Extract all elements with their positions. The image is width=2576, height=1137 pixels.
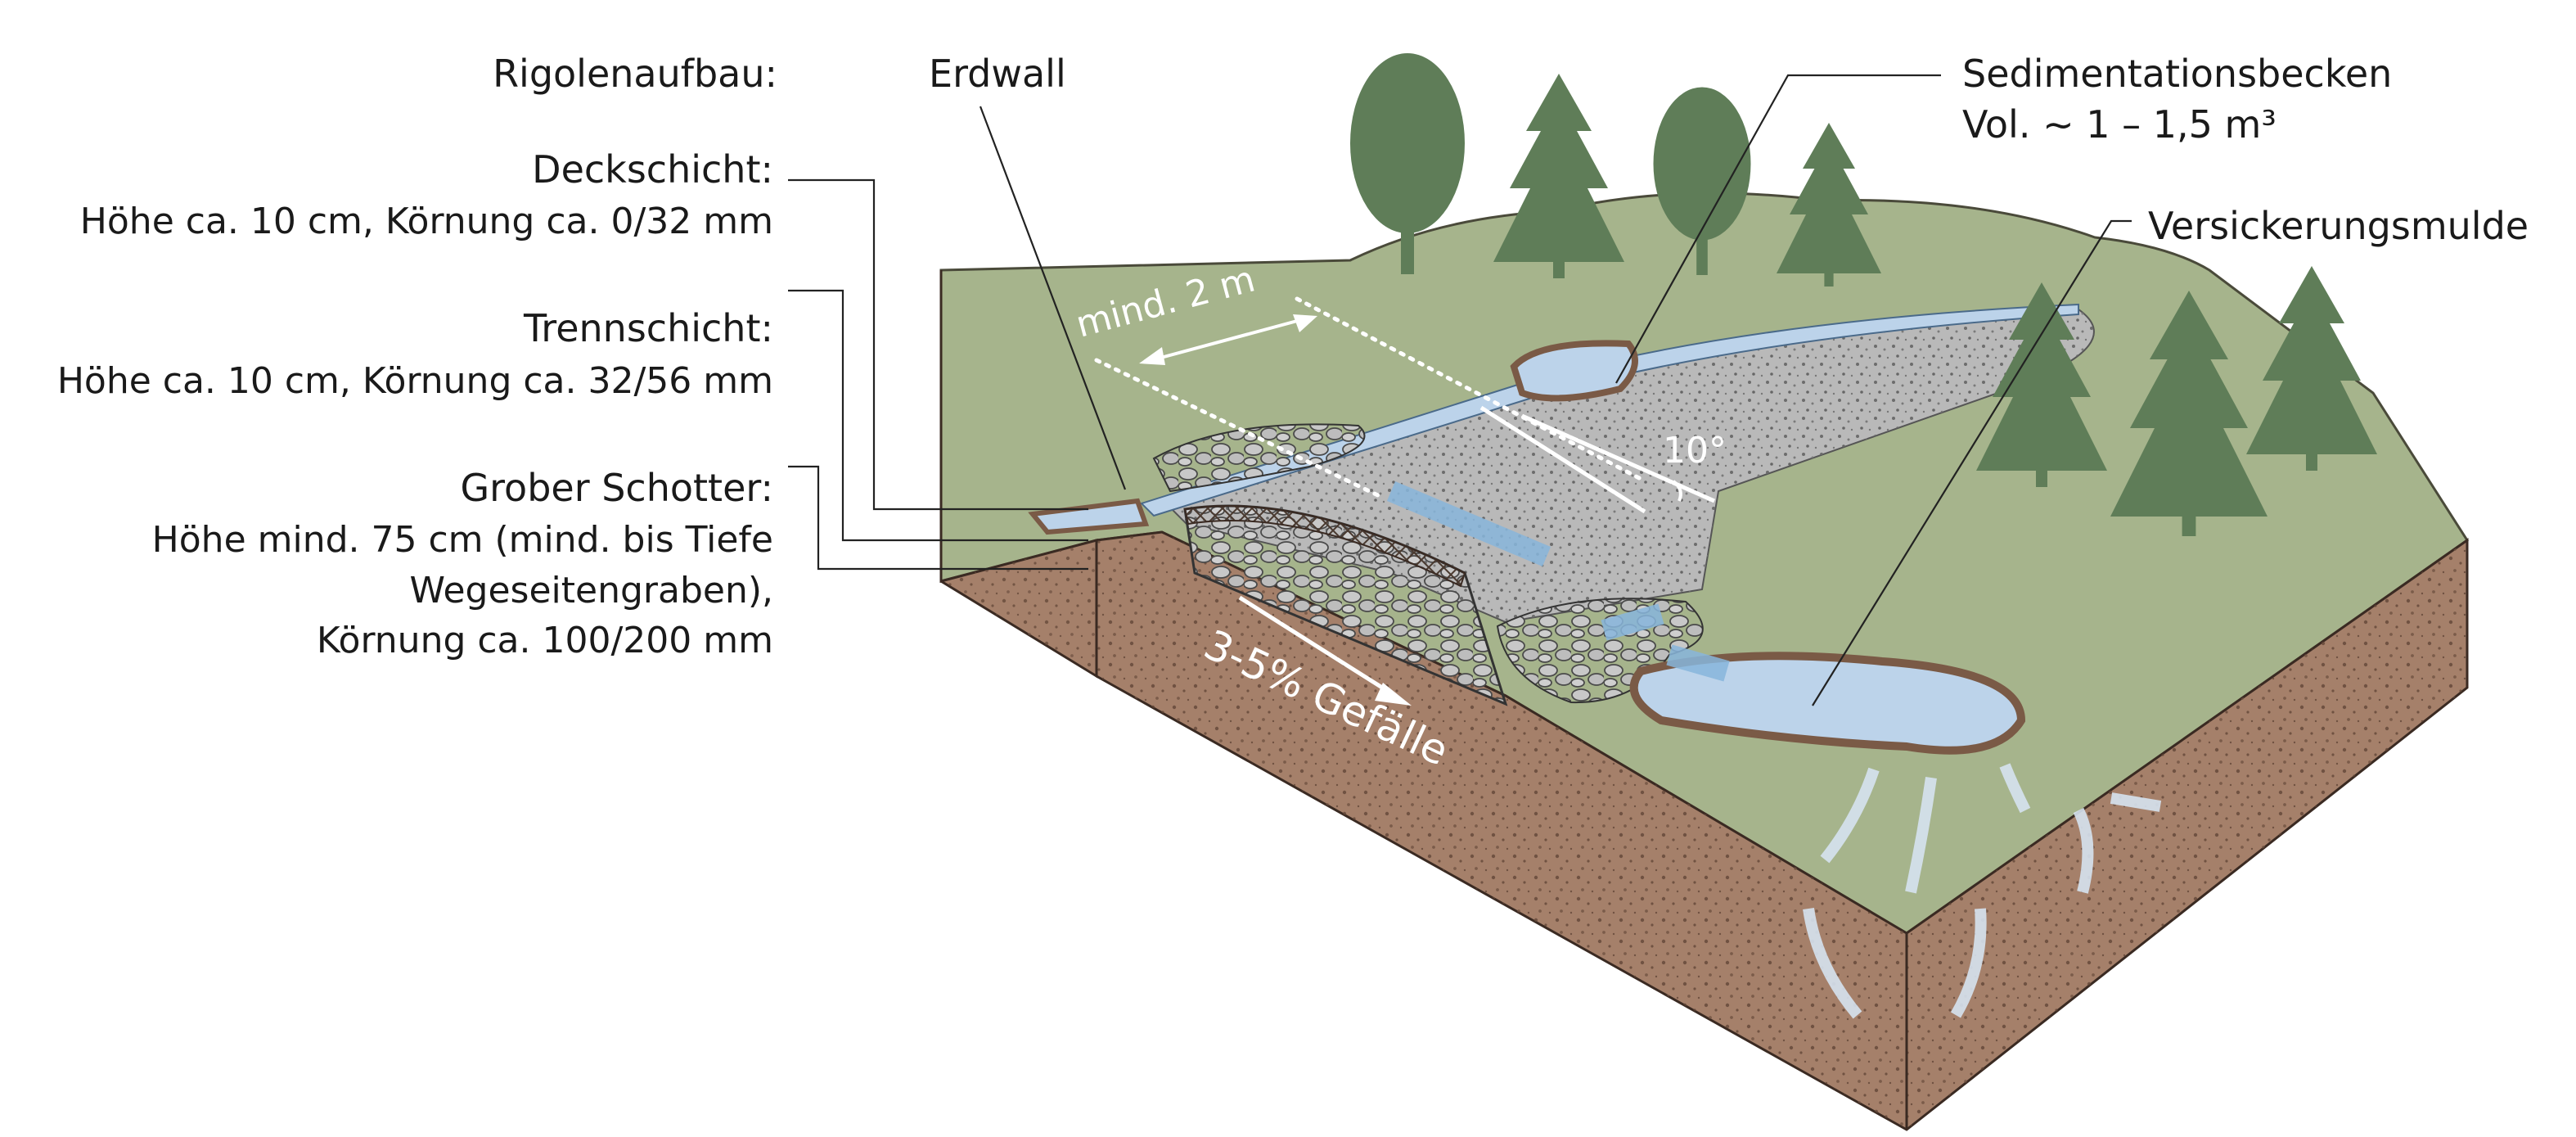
width-extent-line-1 (1094, 358, 1385, 500)
leader-trennschicht (788, 289, 1088, 542)
infiltration-arrow-5 (1803, 907, 1862, 1019)
conifer-tree-1 (1493, 74, 1624, 278)
infiltration-arrow-4 (2073, 807, 2094, 894)
legend-grober-schotter-line-3: Körnung ca. 100/200 mm (317, 620, 773, 661)
width-extent-line-2 (1295, 296, 1643, 481)
terrain-block (939, 192, 2470, 1131)
legend-grober-schotter-line-1: Höhe mind. 75 cm (mind. bis Tiefe (152, 519, 773, 561)
ditch-pond-left (1028, 498, 1150, 535)
leader-deckschicht (788, 178, 1088, 511)
legend-heading: Rigolenaufbau: (493, 52, 777, 96)
flow-arrow-3 (1666, 644, 1730, 682)
erdwall-label: Erdwall (929, 52, 1066, 96)
infiltration-arrow-1 (1820, 767, 1880, 864)
leader-grober-schotter (788, 465, 1088, 571)
conifer-tree-5 (2246, 266, 2377, 471)
legend: Rigolenaufbau: Deckschicht: Höhe ca. 10 … (57, 52, 777, 661)
legend-deckschicht-line: Höhe ca. 10 cm, Körnung ca. 0/32 mm (80, 201, 773, 242)
drain-channel-water (1140, 303, 2079, 517)
callouts: Erdwall Sedimentationsbecken Vol. ~ 1 – … (929, 52, 2529, 248)
angle-line-1 (1479, 405, 1646, 514)
infiltration-swale (1629, 652, 2026, 755)
legend-grober-schotter-title: Grober Schotter: (461, 466, 774, 510)
leader-mulde (1812, 219, 2132, 706)
deciduous-tree-1 (1350, 53, 1465, 274)
infiltration-arrows (1803, 763, 2162, 1019)
conifer-tree-3 (1976, 282, 2107, 487)
infiltration-arrow-2 (1905, 777, 1937, 894)
width-arrow-head-left (1139, 347, 1165, 365)
soil-face-left-texture (941, 270, 1097, 676)
sediment-basin-label: Sedimentationsbecken (1962, 52, 2392, 96)
erdwall-stones (1152, 423, 1366, 493)
leader-sediment (1615, 74, 1941, 384)
flow-arrow-1 (1386, 481, 1551, 566)
sediment-basin-volume: Vol. ~ 1 – 1,5 m³ (1962, 102, 2277, 147)
mulde-label: Versickerungsmulde (2148, 204, 2529, 248)
legend-trennschicht-title: Trennschicht: (523, 306, 773, 350)
deciduous-tree-2 (1653, 87, 1751, 275)
infiltration-arrow-3 (1999, 763, 2031, 814)
legend-trennschicht-line: Höhe ca. 10 cm, Körnung ca. 32/56 mm (57, 360, 773, 402)
conifer-tree-4 (2110, 291, 2268, 536)
slope-arrow (1238, 595, 1397, 698)
width-arrow (1145, 316, 1310, 363)
legend-deckschicht-title: Deckschicht: (532, 147, 773, 192)
flow-arrow-2 (1601, 603, 1664, 641)
infiltration-arrow-6 (1950, 908, 1987, 1018)
soil-face-right-texture (1097, 532, 2467, 1130)
angle-line-2 (1520, 413, 1716, 503)
sedimentation-basin (1510, 340, 1638, 402)
rigole-cross-section-separation-layer (1183, 505, 1466, 588)
trees (1350, 53, 2377, 536)
conifer-tree-2 (1777, 123, 1881, 287)
leader-lines (788, 74, 2132, 706)
leader-erdwall (979, 106, 1127, 490)
slope-arrow-head (1375, 683, 1412, 706)
legend-grober-schotter-line-2: Wegeseitengraben), (410, 570, 773, 611)
infiltration-arrow-7 (2110, 792, 2162, 812)
surface-flow-arrows (1386, 481, 1730, 682)
width-arrow-head-right (1293, 314, 1317, 332)
angle-arc (1672, 480, 1682, 502)
angle-label: 10° (1663, 430, 1727, 471)
